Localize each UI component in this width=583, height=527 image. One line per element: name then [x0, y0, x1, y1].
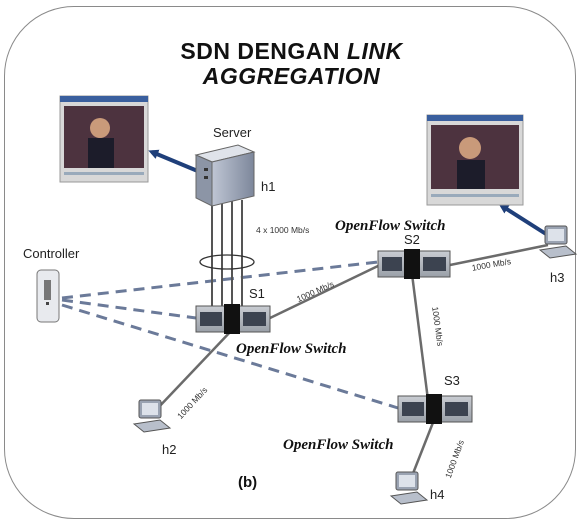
- server-icon: [194, 144, 256, 207]
- controller-s1-link: [61, 298, 197, 320]
- diagram-frame: [4, 6, 576, 519]
- switch-s1-type-label: OpenFlow Switch: [236, 341, 347, 357]
- server-s1-aggregated-links: [211, 200, 243, 315]
- arrow-server-to-video: [148, 149, 201, 174]
- switch-s3-type-label: OpenFlow Switch: [283, 437, 394, 453]
- server-s1-speed-label: 4 x 1000 Mb/s: [256, 225, 310, 235]
- figure-label: (b): [238, 474, 258, 491]
- switch-s2-label: S2: [404, 232, 420, 247]
- diagram-title-line2: AGGREGATION: [202, 63, 381, 89]
- s1-h2-link: [155, 329, 233, 411]
- diagram-title-line1: SDN DENGAN LINK: [180, 38, 403, 64]
- switch-s3-label: S3: [444, 373, 460, 388]
- switch-s2-icon: [377, 249, 451, 279]
- controller-s3-link: [61, 303, 399, 410]
- host-h4-icon: [389, 471, 429, 505]
- controller-links: [61, 260, 399, 410]
- video-player-screenshot-right: [426, 114, 524, 206]
- host-h1-label: h1: [261, 179, 276, 194]
- data-links: [155, 243, 549, 477]
- controller-icon: [36, 269, 60, 323]
- s2-h3-link: [449, 243, 549, 267]
- host-h2-label: h2: [162, 442, 177, 457]
- switch-s3-icon: [397, 394, 473, 424]
- host-h3-icon: [538, 225, 578, 259]
- aggregation-ring: [199, 254, 255, 270]
- arrow-h3-to-video: [498, 203, 548, 236]
- video-player-screenshot-left: [59, 95, 149, 183]
- controller-label: Controller: [23, 246, 80, 261]
- host-h3-label: h3: [550, 270, 565, 285]
- switch-s2-type-label: OpenFlow Switch: [335, 218, 446, 234]
- host-h4-label: h4: [430, 487, 445, 502]
- switch-s1-icon: [195, 304, 271, 334]
- server-label: Server: [213, 125, 252, 140]
- switch-s1-label: S1: [249, 286, 265, 301]
- host-h2-icon: [132, 399, 172, 433]
- s2-s3-link: [410, 273, 430, 401]
- s3-h4-link: [410, 419, 436, 477]
- s1-s2-link: [269, 263, 381, 320]
